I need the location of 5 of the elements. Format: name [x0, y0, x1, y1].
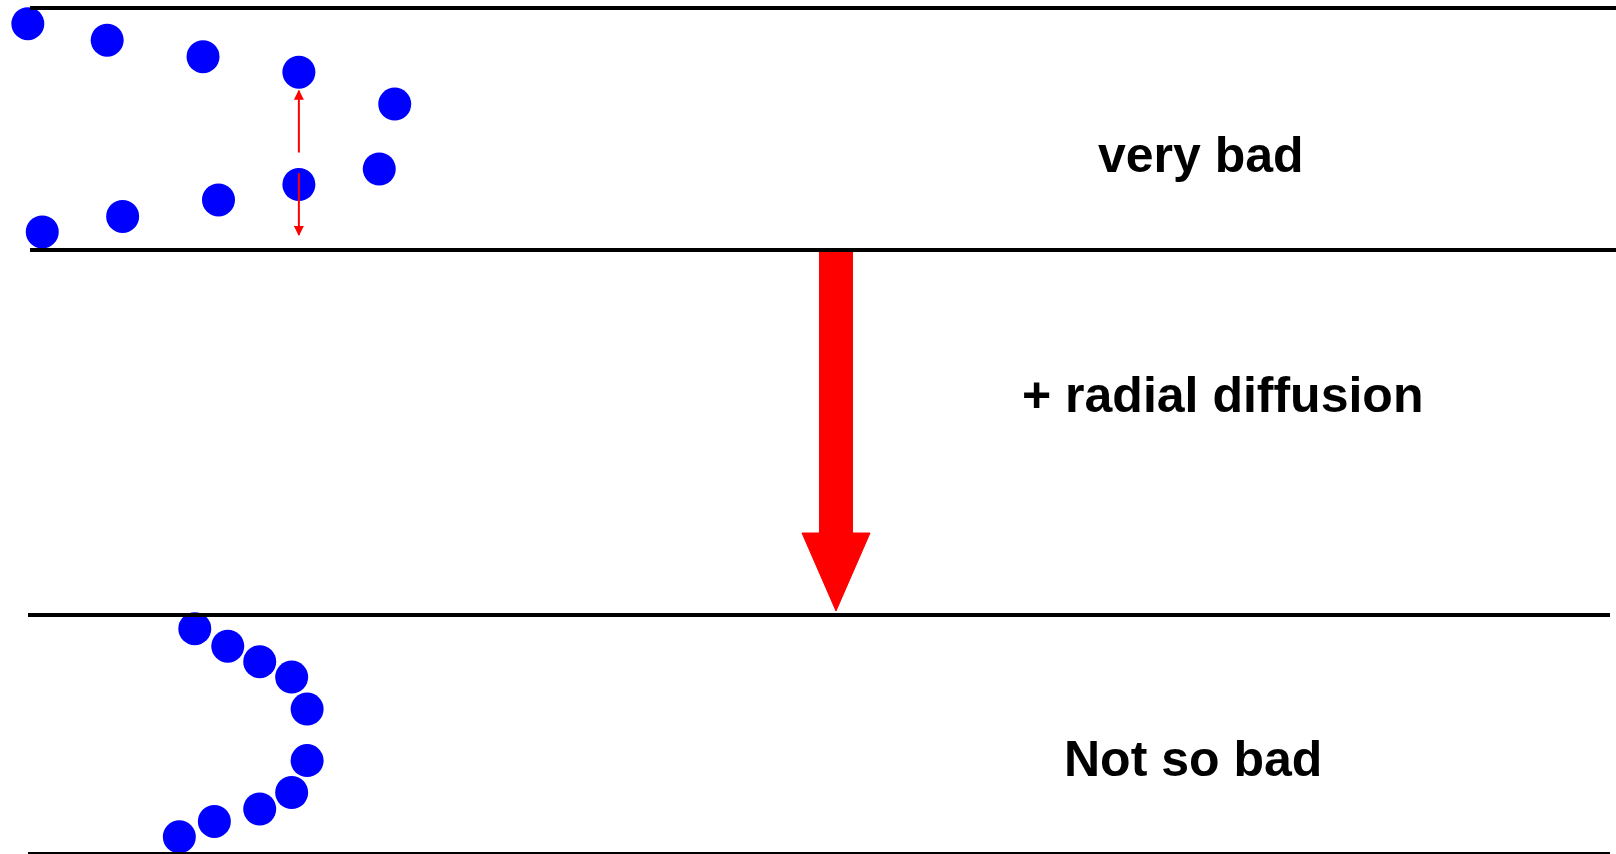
tube-band [28, 613, 1610, 854]
band-label: very bad [1098, 126, 1304, 184]
tube-band [30, 6, 1616, 252]
band-label: Not so bad [1064, 730, 1323, 788]
arrow [801, 251, 871, 612]
